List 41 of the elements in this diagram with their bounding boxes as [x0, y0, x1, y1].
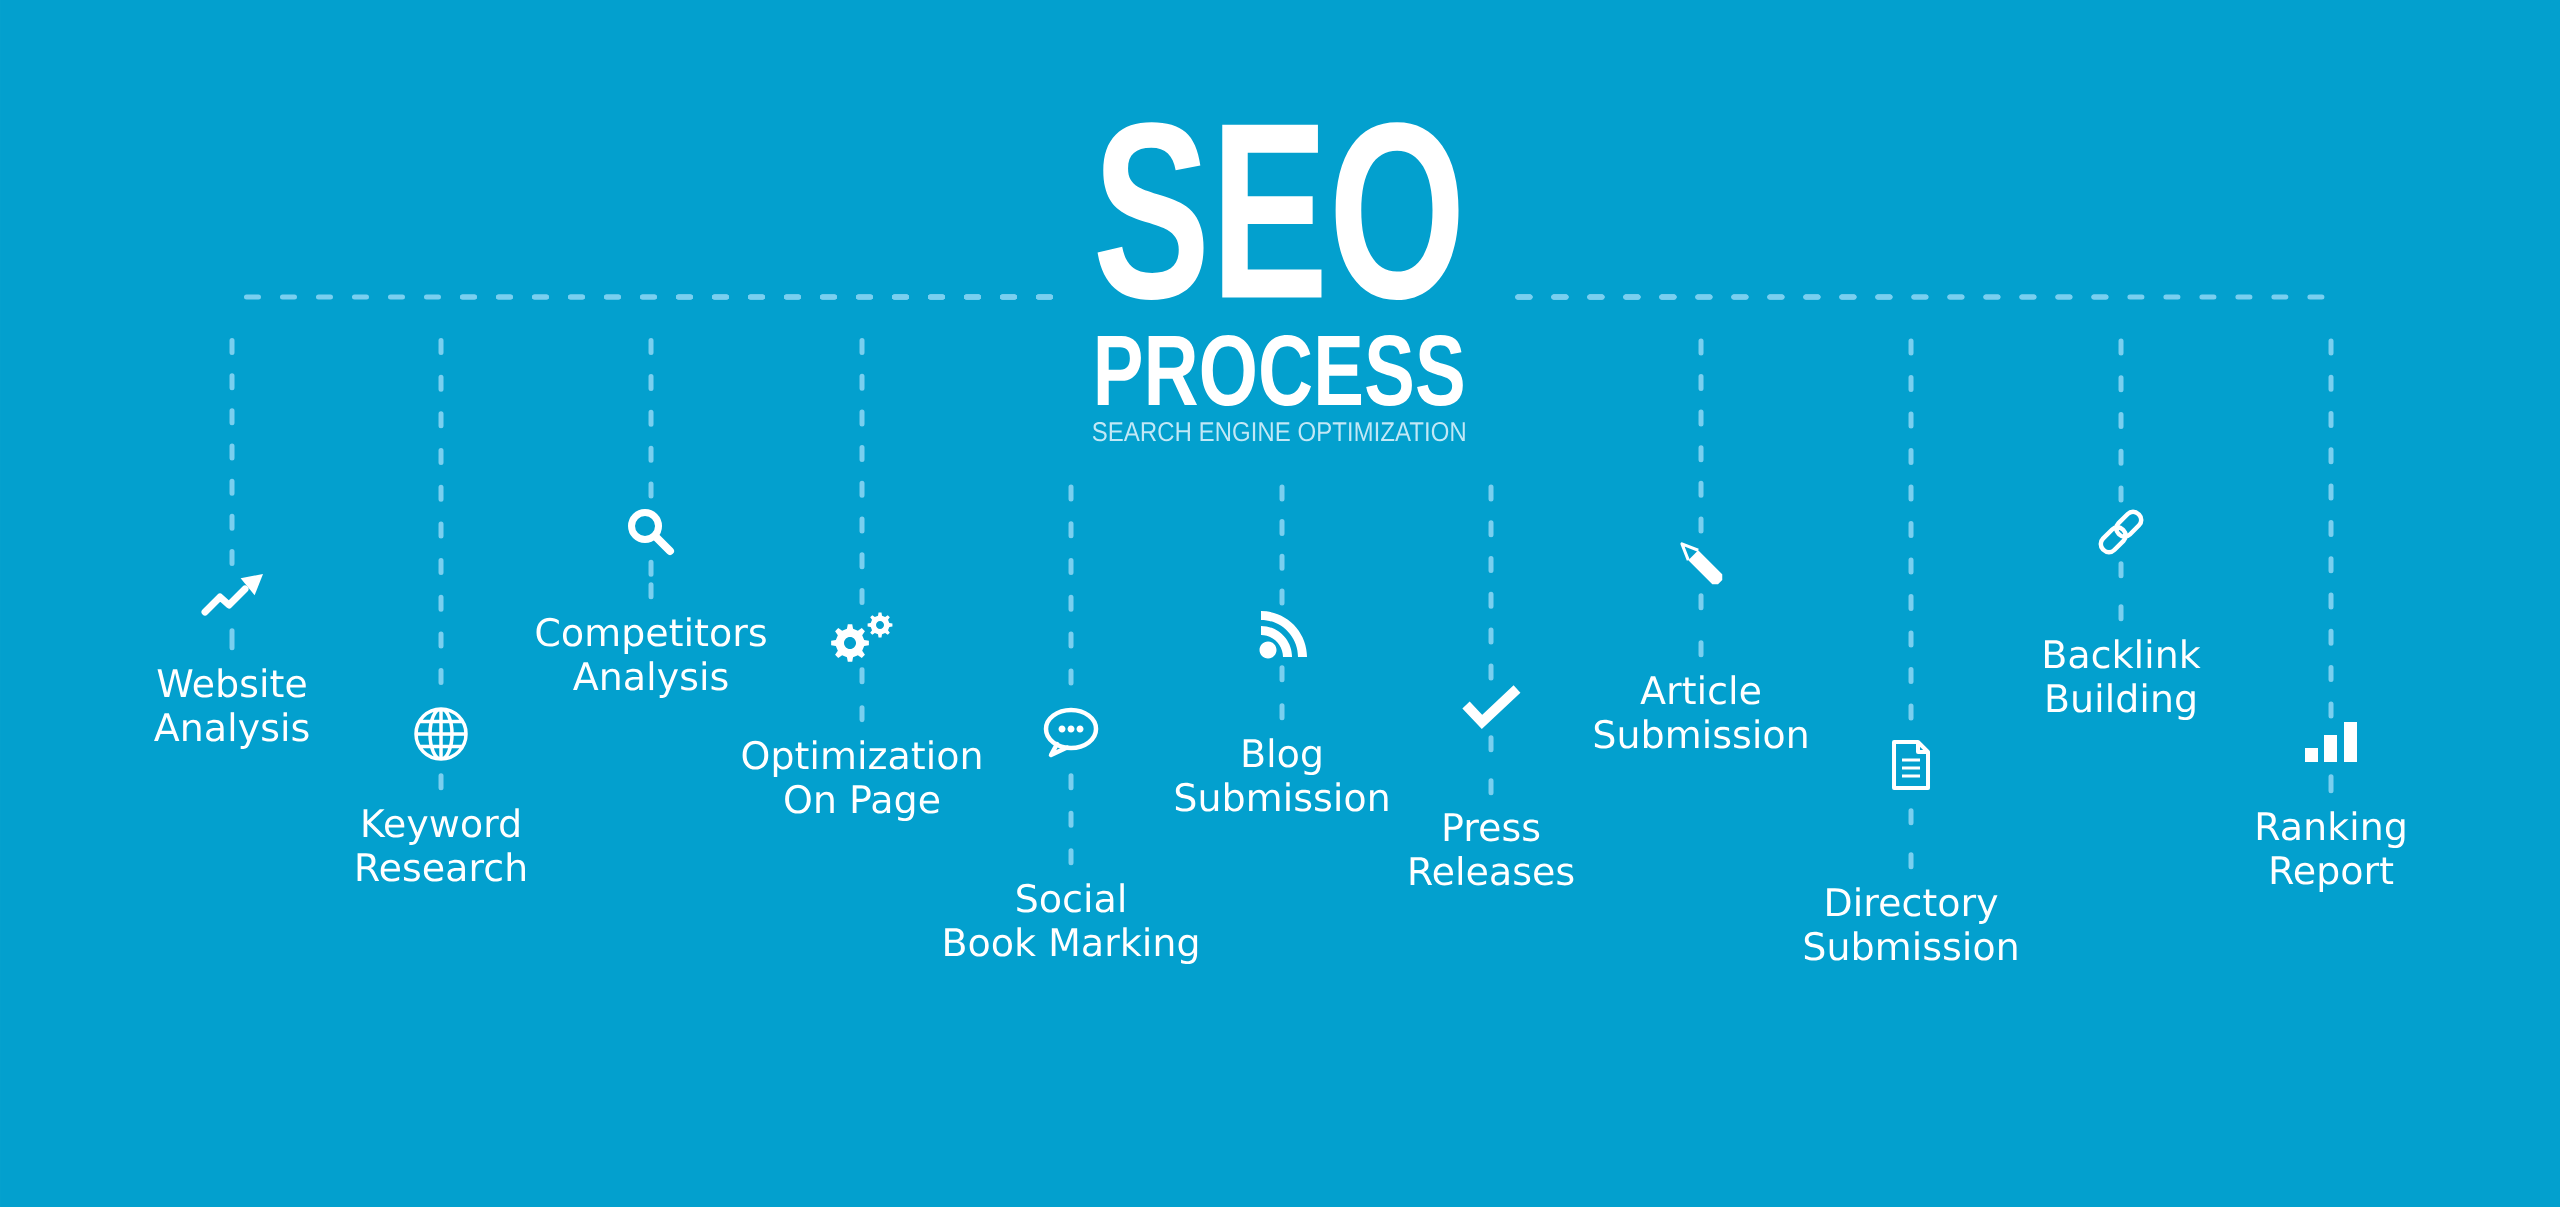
connector-line	[1698, 590, 1704, 660]
search-icon	[628, 509, 674, 555]
connector-line	[648, 557, 654, 602]
link-icon	[2098, 509, 2144, 555]
connector-line	[1488, 732, 1494, 798]
step-label: Ranking Report	[2257, 811, 2405, 892]
globe-icon	[414, 707, 468, 761]
step-label: Blog Submission	[1175, 738, 1388, 812]
step-label: Website Analysis	[154, 668, 309, 749]
connector-line	[1279, 481, 1285, 608]
connector-line	[229, 625, 235, 653]
connector-line	[1279, 662, 1285, 723]
bar-chart-icon	[2305, 722, 2357, 762]
document-icon	[1892, 740, 1930, 790]
connector-line	[2328, 771, 2334, 796]
step-label: Optimization On Page	[742, 740, 981, 821]
gears-icon	[831, 612, 893, 662]
chat-bubble-icon	[1043, 707, 1099, 758]
step-label: Press Releases	[1410, 813, 1574, 886]
step-label: Keyword Research	[357, 808, 525, 882]
step-label: Backlink Building	[2045, 639, 2201, 720]
subheading: SEARCH ENGINE OPTIMIZATION	[1092, 422, 1465, 442]
connector-line	[1908, 805, 1914, 872]
connector-line	[1512, 294, 2334, 721]
step-label: Article Submission	[1594, 675, 1807, 749]
connector-line	[438, 770, 444, 793]
connector-line	[1068, 770, 1074, 868]
connector-line	[1068, 481, 1074, 688]
connector-line	[2118, 558, 2124, 624]
heading: SEO	[1097, 122, 1459, 300]
connector-line	[859, 294, 1056, 608]
trend-arrow-icon	[201, 574, 263, 616]
step-label: Social Book Marking	[945, 883, 1198, 964]
rss-feed-icon	[1259, 611, 1307, 659]
step-label: Directory Submission	[1804, 887, 2017, 961]
heading: PROCESS	[1097, 335, 1463, 407]
pencil-icon	[1680, 542, 1723, 585]
connector-line	[859, 664, 865, 725]
connector-line	[1488, 481, 1494, 683]
check-icon	[1462, 685, 1521, 730]
step-label: Competitors Analysis	[536, 617, 766, 698]
